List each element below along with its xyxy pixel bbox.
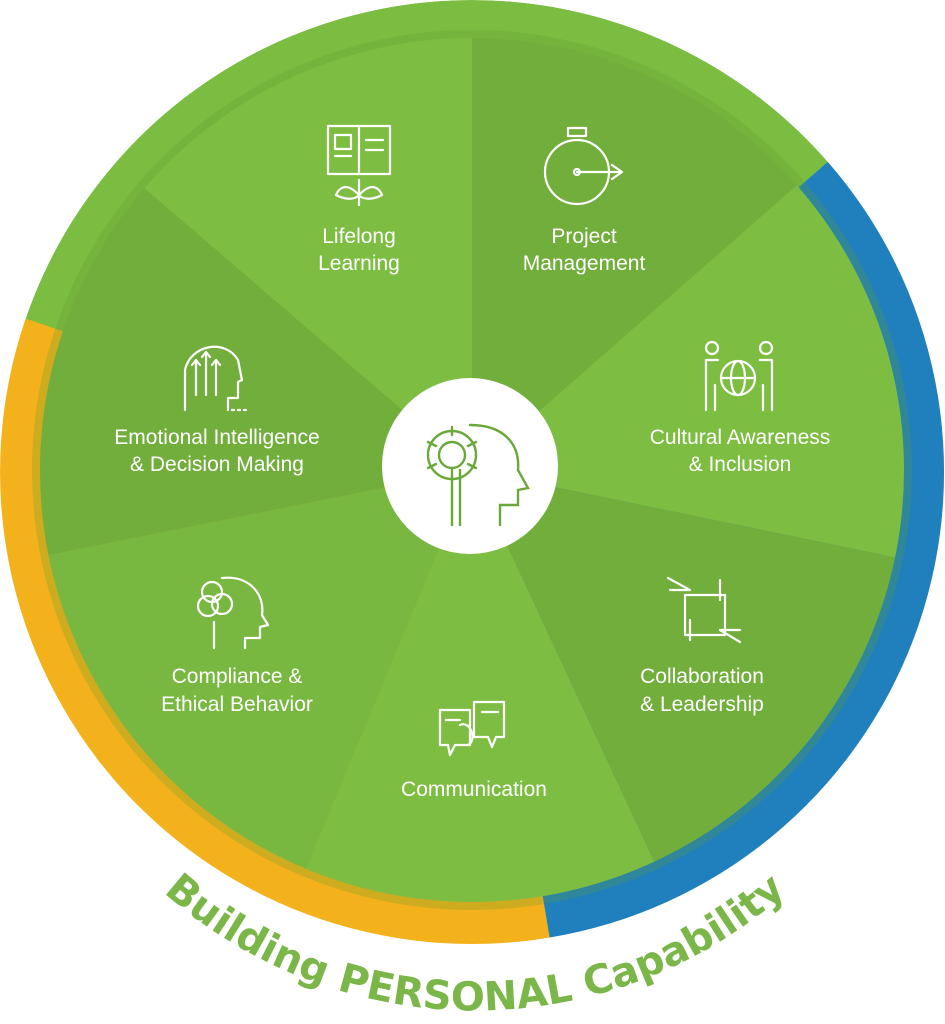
book-plant-icon	[326, 124, 392, 207]
head-gear-magnifier-icon	[426, 423, 530, 527]
linked-hands-icon	[666, 576, 742, 644]
slice-collaboration	[472, 470, 904, 902]
label-compliance: Compliance &Ethical Behavior	[161, 665, 313, 716]
speech-bubbles-icon	[438, 700, 506, 757]
slice-lifelong-learning	[100, 38, 472, 470]
stopwatch-icon	[543, 126, 624, 206]
head-arrows-icon	[183, 345, 252, 412]
slice-project-management	[472, 38, 860, 470]
label-emotional-intelligence: Emotional Intelligence& Decision Making	[114, 426, 319, 476]
label-cultural-awareness: Cultural Awareness& Inclusion	[650, 426, 831, 476]
slice-communication	[260, 470, 700, 902]
label-communication: Communication	[401, 778, 547, 801]
label-collaboration: Collaboration& Leadership	[640, 665, 764, 716]
slice-compliance	[40, 470, 472, 902]
globe-people-icon	[704, 340, 774, 412]
head-venn-icon	[196, 576, 270, 650]
